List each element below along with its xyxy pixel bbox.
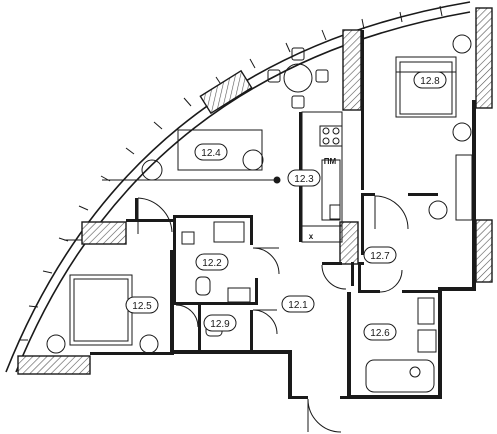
- furniture: [46, 34, 473, 393]
- room-label-12-7: 12.7: [363, 246, 397, 264]
- dishwasher-label: ПМ: [324, 157, 337, 166]
- svg-text:12.1: 12.1: [288, 300, 308, 311]
- room-label-12-9: 12.9: [203, 314, 237, 332]
- room-label-12-1: 12.1: [281, 295, 315, 313]
- room-label-12-6: 12.6: [363, 323, 397, 341]
- svg-text:12.7: 12.7: [370, 251, 390, 262]
- structural-columns: [17, 7, 493, 375]
- appliance-x-label: x: [309, 232, 314, 241]
- room-label-12-8: 12.8: [413, 71, 447, 89]
- lamp-dot: [273, 176, 281, 184]
- svg-text:12.8: 12.8: [420, 76, 440, 87]
- svg-text:12.6: 12.6: [370, 328, 390, 339]
- room-label-12-4: 12.4: [194, 143, 228, 161]
- room-label-12-3: 12.3: [287, 169, 321, 187]
- svg-text:12.5: 12.5: [132, 301, 152, 312]
- svg-text:12.3: 12.3: [294, 174, 314, 185]
- room-label-12-5: 12.5: [125, 296, 159, 314]
- room-label-12-2: 12.2: [195, 253, 229, 271]
- doors: [137, 195, 409, 433]
- svg-text:12.4: 12.4: [201, 148, 221, 159]
- curved-facade-wall: [5, 1, 471, 373]
- svg-text:12.9: 12.9: [210, 319, 230, 330]
- svg-text:12.2: 12.2: [202, 258, 222, 269]
